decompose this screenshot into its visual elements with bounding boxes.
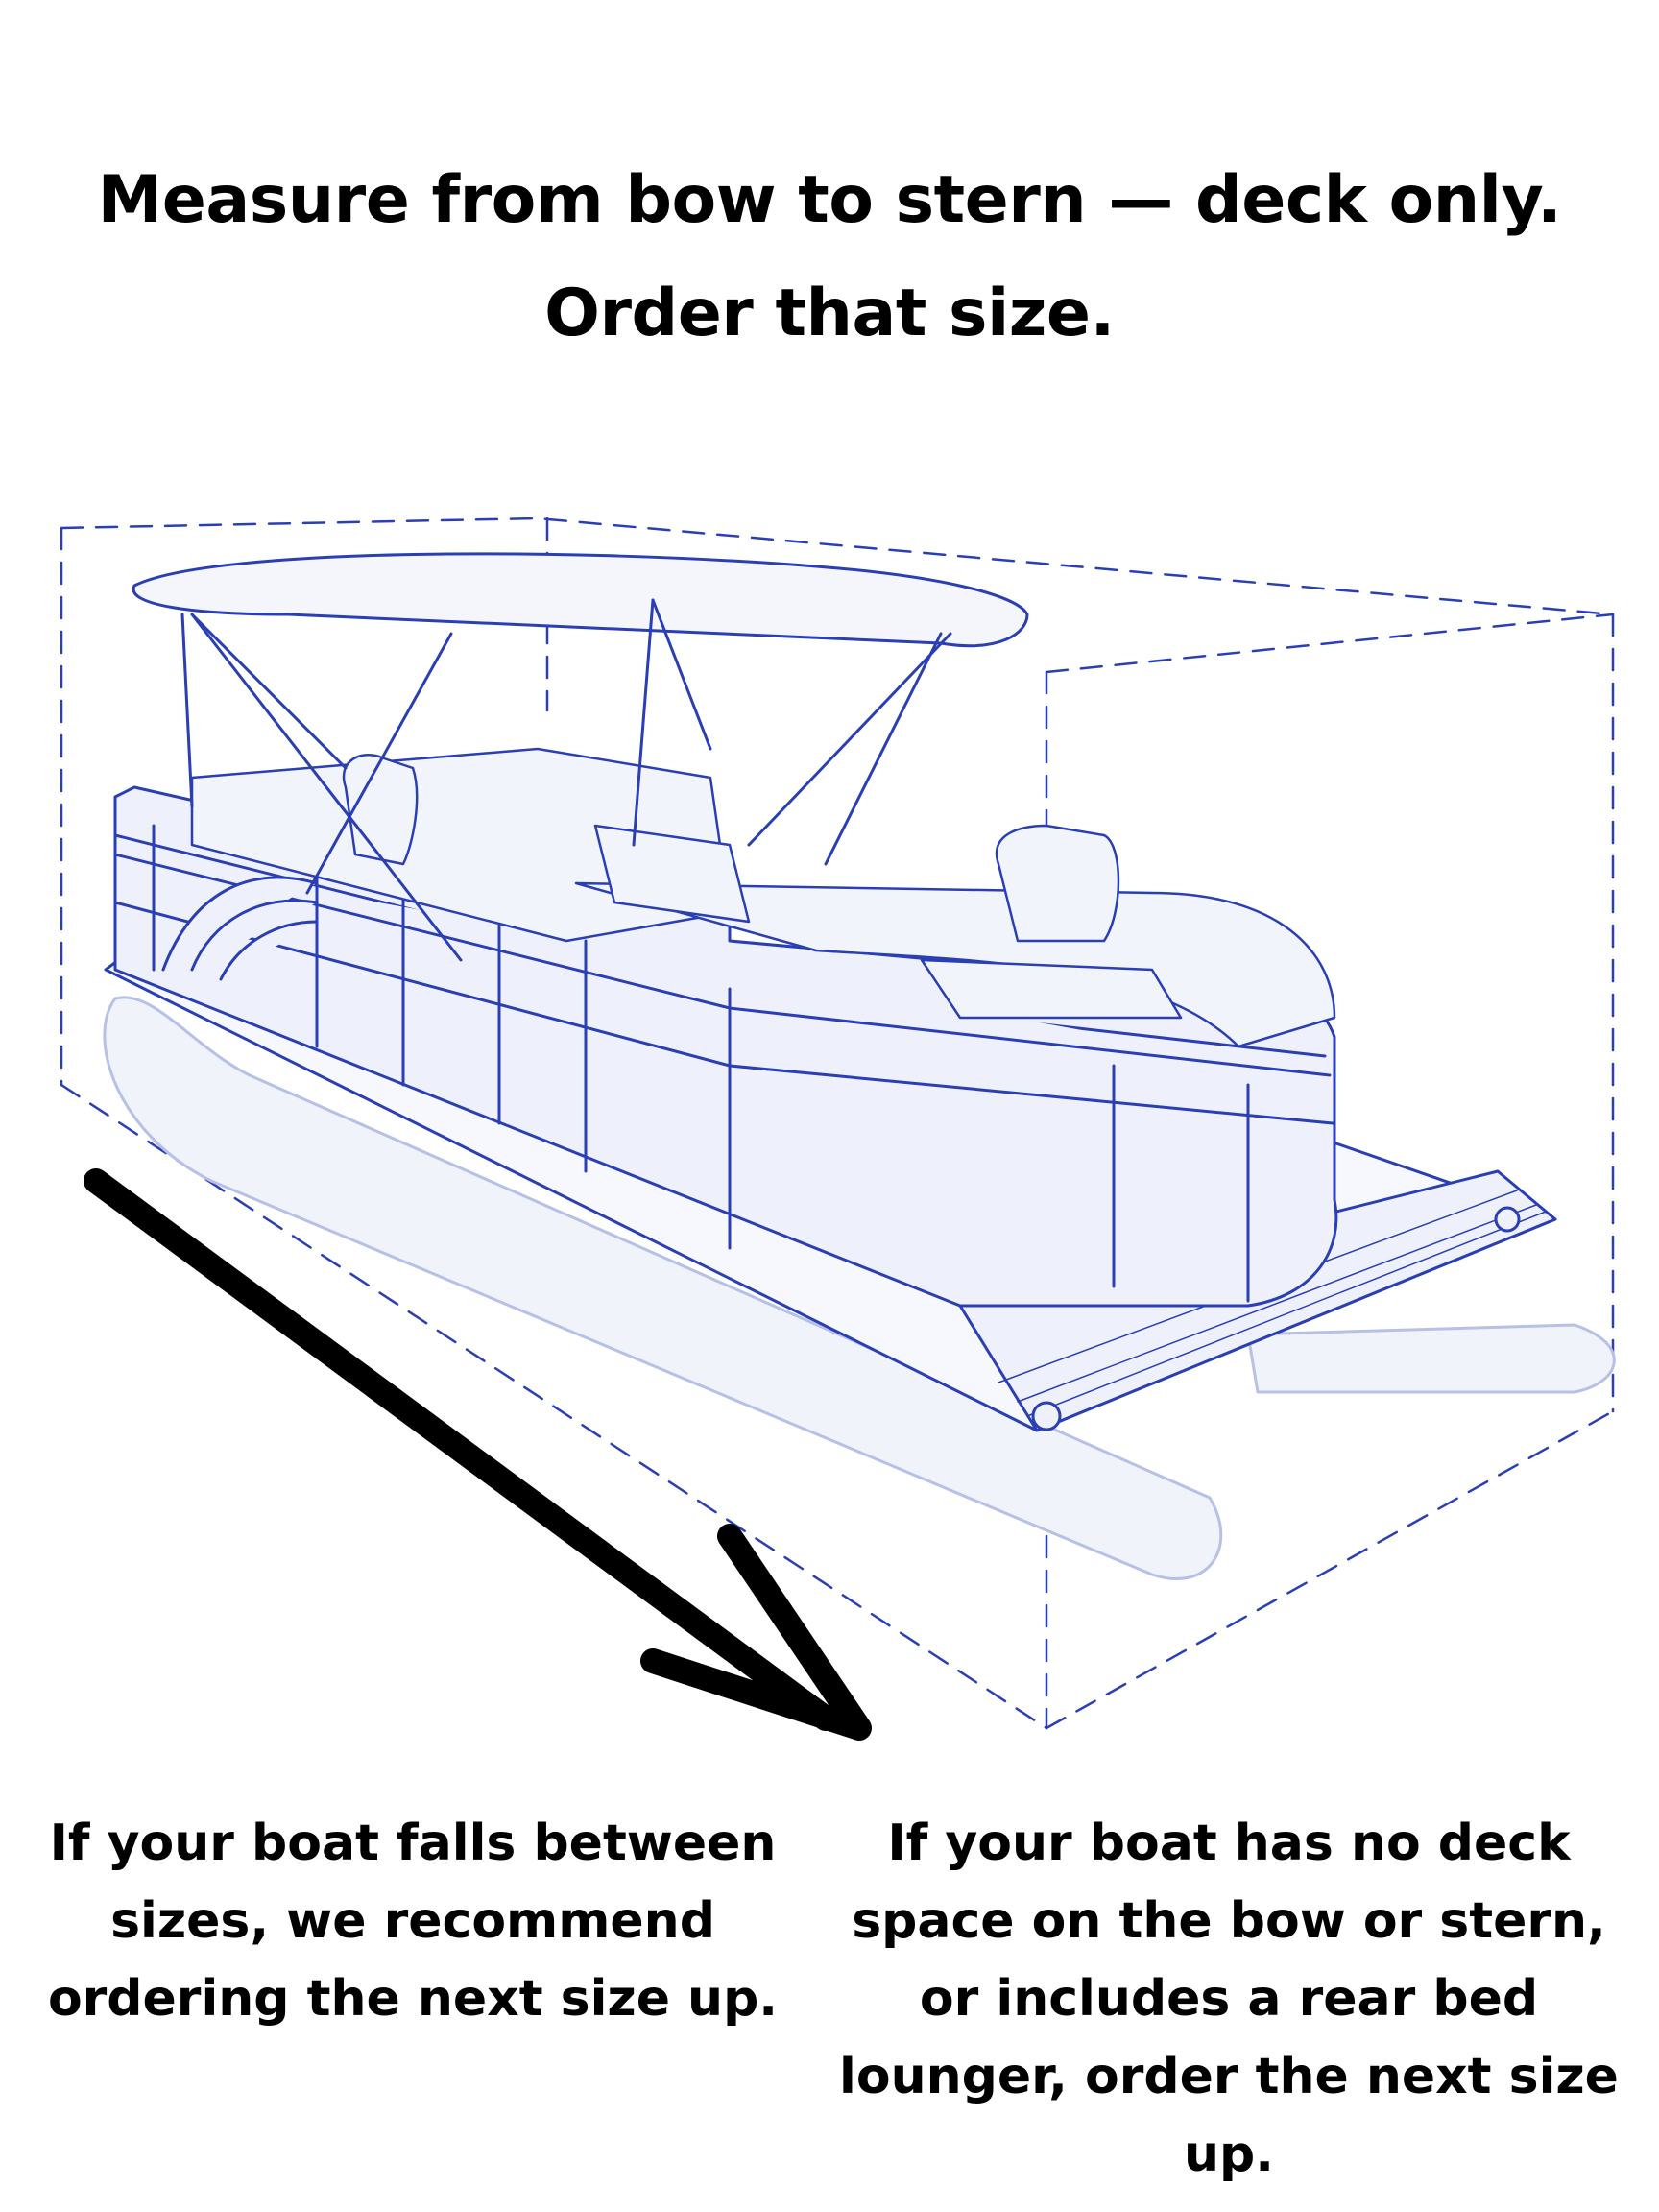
pontoon-tubes [103,996,1616,1580]
note-no-deck-space: If your boat has no deck space on the bo… [839,1815,1619,2183]
note-between-sizes: If your boat falls between sizes, we rec… [47,1815,779,2028]
seating [190,747,1336,1048]
measure-arrow [84,1168,872,1741]
bimini-top [132,552,1029,962]
heading-line-1: Measure from bow to stern — deck only. [97,162,1562,238]
heading-line-2: Order that size. [544,276,1115,351]
page-heading: Measure from bow to stern — deck only. O… [0,144,1659,371]
pontoon-boat-diagram [60,517,1616,1741]
